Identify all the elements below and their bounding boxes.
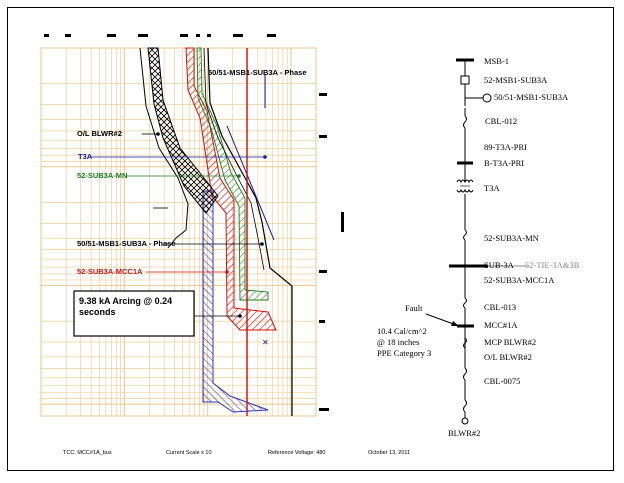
lbl-fault-energy: 10.4 Cal/cm^2 [377,326,427,336]
lbl-motor: BLWR#2 [448,428,480,438]
label-t3a: T3A [78,152,93,161]
cbl0075-symbol [463,367,467,381]
label-phase-mid: 50/51-MSB1-SUB3A - Phase [77,239,176,248]
label-mn: 52-SUB3A-MN [77,171,127,180]
lbl-fault: Fault [405,303,423,313]
lbl-tie: 52-TIE-3A&3B [525,260,580,270]
one-line-labels: MSB-1 52-MSB1-SUB3A 50/51-MSB1-SUB3A CBL… [377,56,580,438]
motor-symbol [461,417,469,425]
lbl-sw89: 89-T3A-PRI [484,142,527,152]
relay-symbol [482,93,492,103]
mn-breaker-symbol [463,229,467,241]
lbl-breaker1: 52-MSB1-SUB3A [484,75,548,85]
mcc-breaker-symbol [463,297,467,309]
footer-name: TCC: MCC#1A_bus [63,450,112,456]
tcc-diagram: ✕ 50/51-MSB1-SUB3A - Phase O/L BLWR#2 T3… [40,34,580,456]
lbl-cbl012: CBL-012 [485,116,517,126]
lbl-cbl013: CBL-013 [484,302,516,312]
overload-curve [139,47,189,249]
lbl-fault-distance: @ 18 inches [377,337,419,347]
t3a-damage-band [202,190,269,413]
label-phase-top: 50/51-MSB1-SUB3A - Phase [208,68,307,77]
tcc-sheet: ✕ 50/51-MSB1-SUB3A - Phase O/L BLWR#2 T3… [7,7,614,471]
lbl-mn: 52-SUB3A-MN [484,233,539,243]
tcc-curves: ✕ [139,47,293,416]
lbl-mcp: MCP BLWR#2 [484,337,536,347]
one-line-diagram [425,58,528,425]
arc-flash-line1: 9.38 kA Arcing @ 0.24 [79,296,172,306]
footer-scale: Current Scale x 10 [166,450,212,456]
label-ol: O/L BLWR#2 [77,129,122,138]
lbl-cbl0075: CBL-0075 [484,376,520,386]
breaker1-symbol [460,75,470,85]
lbl-bus-pri: B-T3A-PRI [484,158,524,168]
fault-arrowhead [451,321,459,326]
cbl012-symbol [463,115,467,129]
label-mcc: 52-SUB3A-MCC1A [77,267,143,276]
arc-flash-line2: seconds [79,307,116,317]
mcp-symbol [463,337,467,349]
lbl-xfmr: T3A [484,183,500,193]
lbl-mcc-brk: 52-SUB3A-MCC1A [484,275,555,285]
log-grid [40,47,317,417]
t3a-inrush-curve [226,125,275,241]
phase-relay-curve [207,47,293,416]
label-leaders [90,133,265,317]
footer-voltage: Reference Voltage: 480 [268,450,326,456]
lbl-sub3a: SUB-3A [484,260,515,270]
lbl-ol: O/L BLWR#2 [484,352,532,362]
axis-tick-marks [44,34,344,411]
lbl-msb1: MSB-1 [484,56,509,66]
arc-flash-box [73,290,195,337]
lbl-mcc1a: MCC#1A [484,320,518,330]
lbl-fault-ppe: PPE Category 3 [377,348,431,358]
phase-relay-curve-inner [203,47,265,271]
overload-band [147,47,219,214]
footer-date: October 13, 2011 [368,450,410,456]
mn-breaker-band [196,47,269,301]
fault-marker: ✕ [262,338,269,347]
lbl-relay: 50/51-MSB1-SUB3A [494,92,569,102]
leader-arrows [156,132,267,318]
